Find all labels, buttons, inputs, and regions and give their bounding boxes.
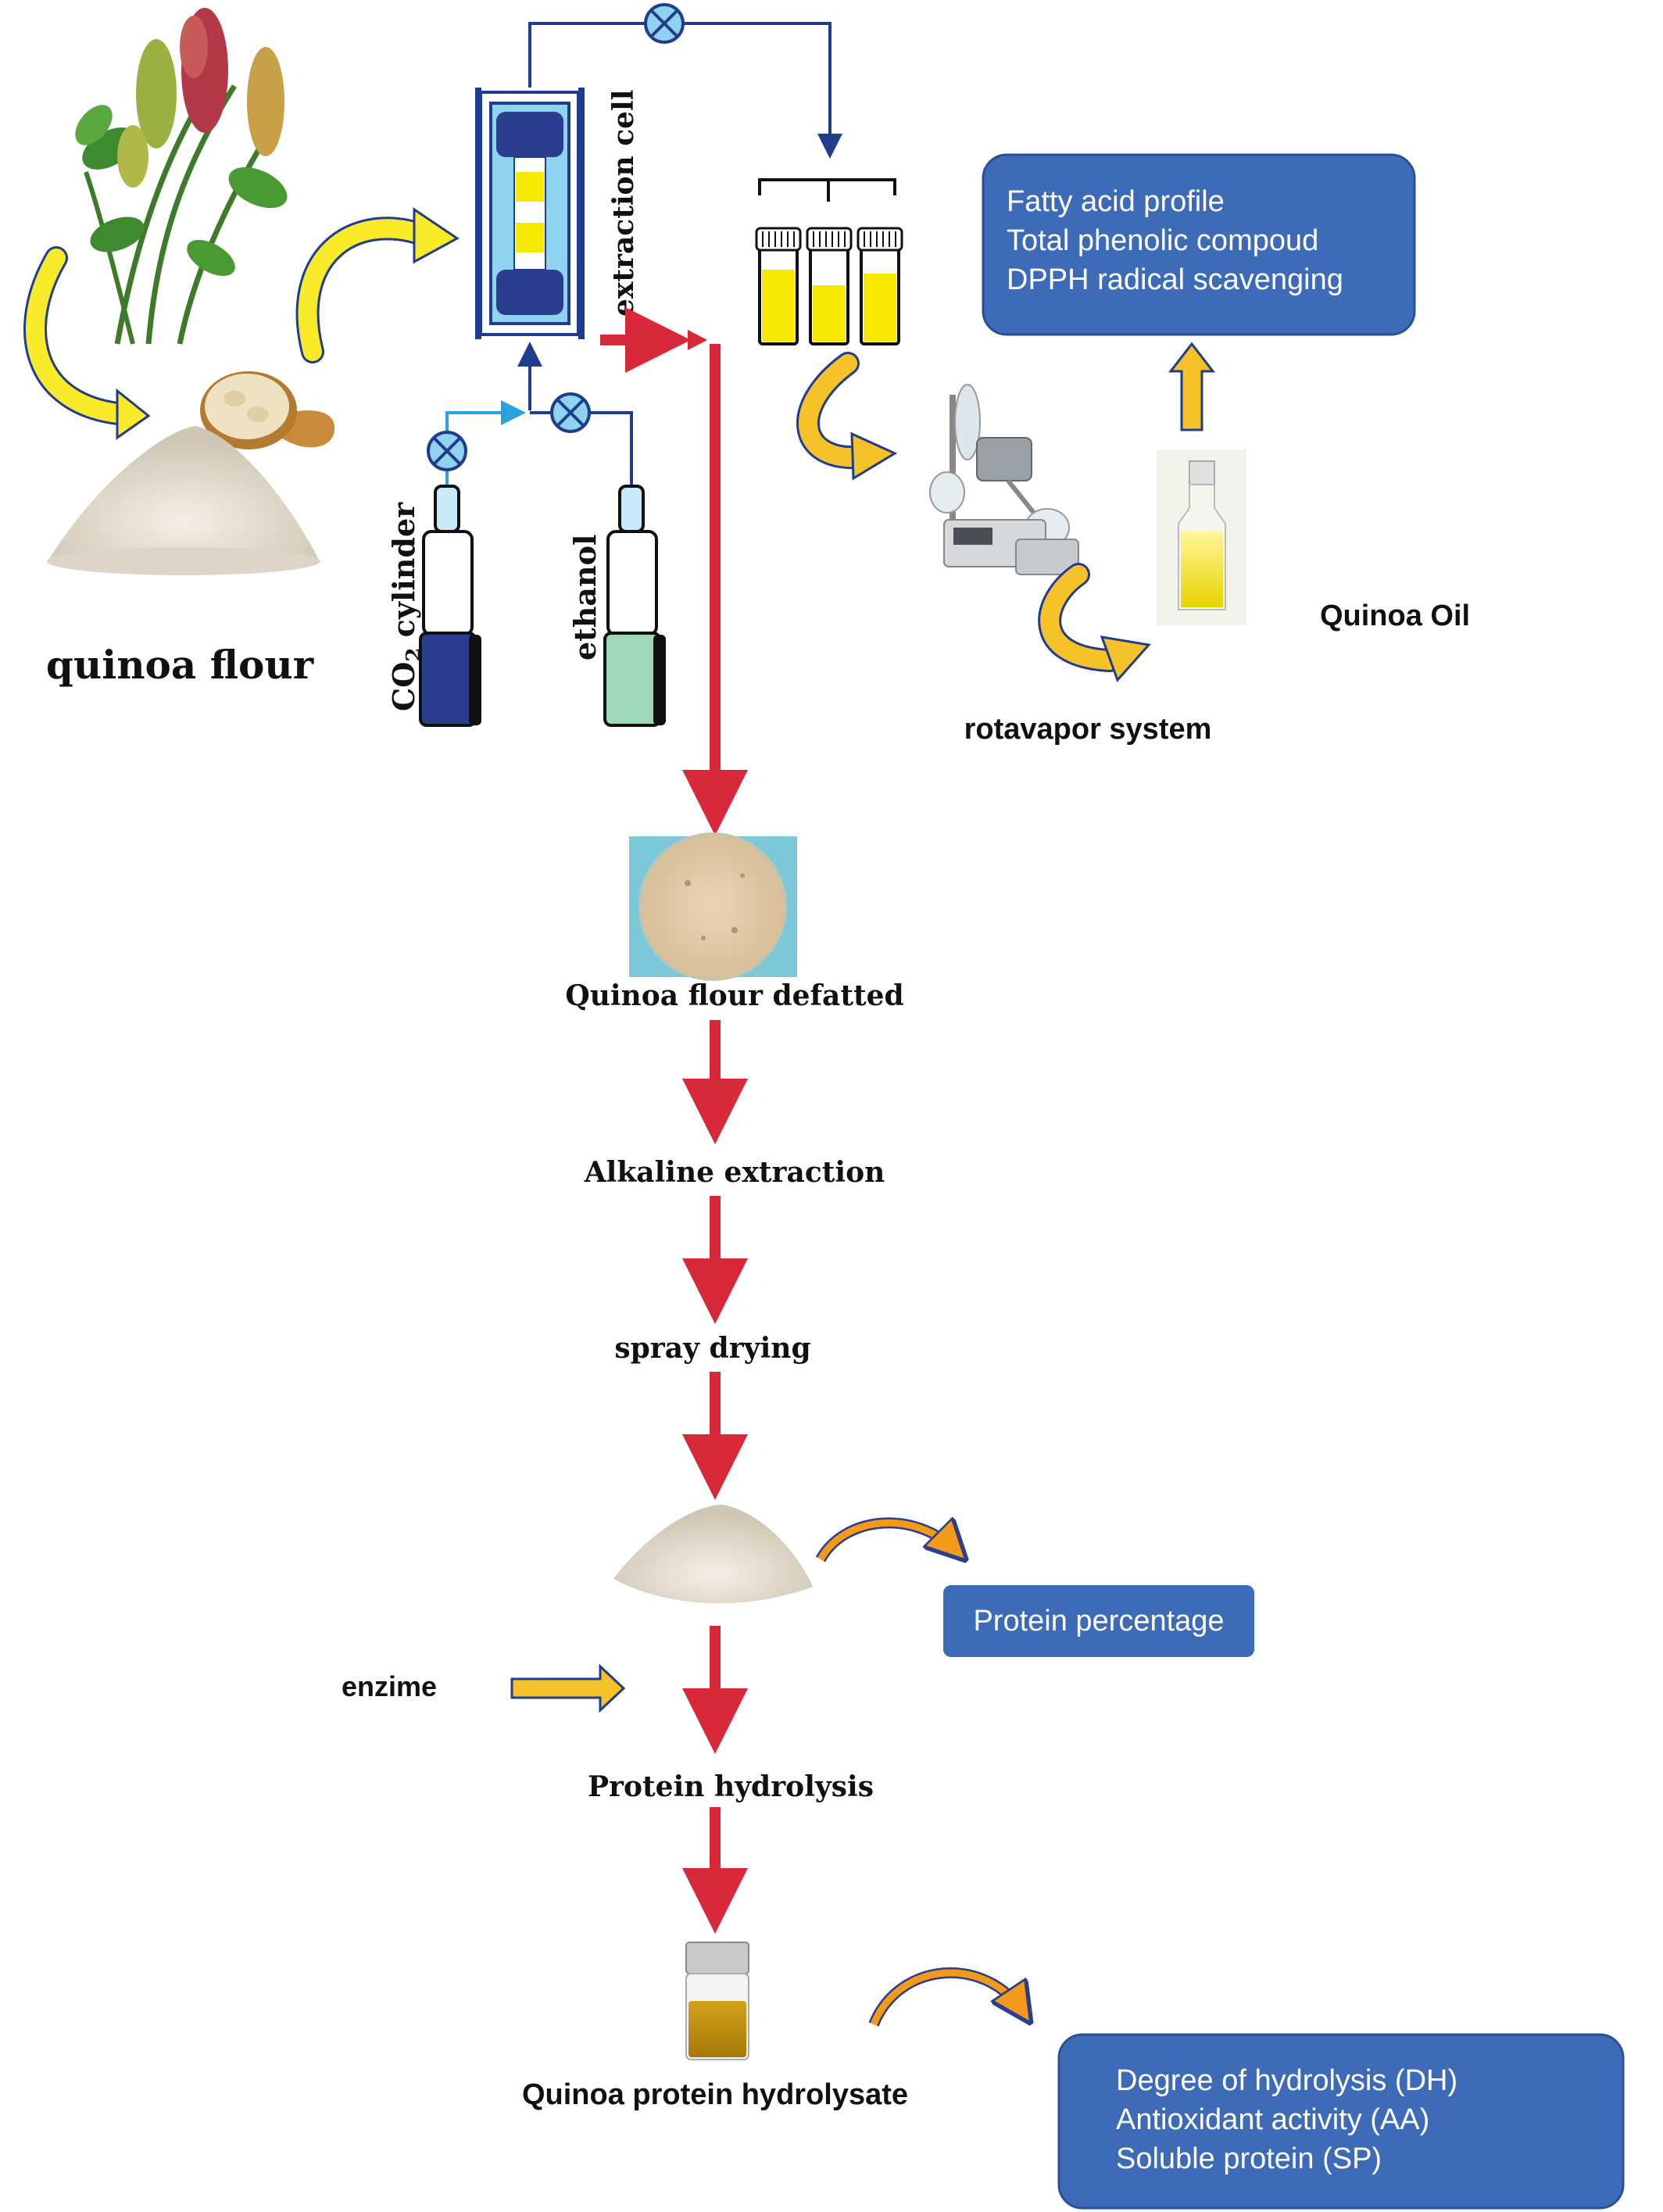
- quinoa-plant-icon: [75, 8, 288, 345]
- red-flow-arrow-top: [688, 330, 707, 350]
- top-pipe: [528, 22, 842, 159]
- flour-pile-icon: [47, 426, 320, 575]
- analysis-aa: Antioxidant activity (AA): [1116, 2103, 1429, 2136]
- rotavapor-to-oil-arrow: [1038, 563, 1151, 682]
- analysis-sp: Soluble protein (SP): [1116, 2142, 1382, 2175]
- ethanol-label: ethanol: [567, 535, 603, 660]
- valve-icon: [427, 431, 467, 471]
- defatted-flour-dish-icon: [629, 832, 797, 981]
- hydrolysis-label: Protein hydrolysis: [588, 1770, 874, 1803]
- enzime-arrow: [510, 1663, 626, 1713]
- co2-cylinder-label: CO2 cylinder: [386, 502, 426, 711]
- analysis-dpph: DPPH radical scavenging: [1007, 263, 1343, 296]
- collection-bracket: [758, 178, 896, 202]
- defatted-label: Quinoa flour defatted: [565, 979, 903, 1012]
- main-flow: [600, 307, 748, 1934]
- powder-to-protein-arrow: [815, 1523, 957, 1559]
- rotavapor-label: rotavapor system: [964, 713, 1212, 746]
- hydrolysate-to-analysis-arrow: [868, 1967, 1024, 2024]
- vial-icon: [806, 227, 853, 345]
- extraction-cell: [475, 88, 585, 339]
- rotavapor-icon: [929, 384, 1079, 575]
- protein-powder-icon: [613, 1505, 813, 1604]
- plant-to-flour-arrow: [23, 246, 151, 440]
- quinoa-oil-label: Quinoa Oil: [1320, 600, 1470, 632]
- ethanol-cylinder: [603, 485, 666, 727]
- analysis-fatty-acid: Fatty acid profile: [1007, 185, 1225, 218]
- alkaline-label: Alkaline extraction: [584, 1156, 885, 1189]
- inlet-pipes: [445, 342, 633, 485]
- quinoa-seed-spoon-icon: [200, 371, 335, 449]
- hydrolysate-analysis-box: Degree of hydrolysis (DH) Antioxidant ac…: [1057, 2033, 1625, 2210]
- enzime-label: enzime: [342, 1670, 437, 1702]
- vials-to-rotavapor-arrow: [796, 352, 898, 481]
- valve-icon: [644, 3, 685, 44]
- hydrolysate-vial-icon: [685, 1942, 749, 2060]
- protein-percentage-box: Protein percentage: [943, 1585, 1254, 1657]
- analysis-phenolic: Total phenolic compoud: [1007, 224, 1318, 257]
- oil-bottle-icon: [1157, 449, 1246, 625]
- protein-percentage-text: Protein percentage: [973, 1605, 1224, 1638]
- flour-to-cell-arrow: [295, 207, 460, 363]
- oil-to-analysis-arrow: [1168, 342, 1216, 431]
- vial-icon: [857, 227, 903, 345]
- analysis-dh: Degree of hydrolysis (DH): [1116, 2064, 1457, 2097]
- hydrolysate-label: Quinoa protein hydrolysate: [522, 2078, 908, 2111]
- quinoa-flour-label: quinoa flour: [46, 642, 314, 688]
- co2-cylinder: [419, 485, 481, 727]
- extraction-cell-label: extraction cell: [607, 90, 640, 317]
- vial-icon: [755, 227, 802, 345]
- spray-label: spray drying: [614, 1332, 810, 1365]
- oil-analysis-box: Fatty acid profile Total phenolic compou…: [982, 153, 1416, 336]
- valve-icon: [550, 392, 591, 433]
